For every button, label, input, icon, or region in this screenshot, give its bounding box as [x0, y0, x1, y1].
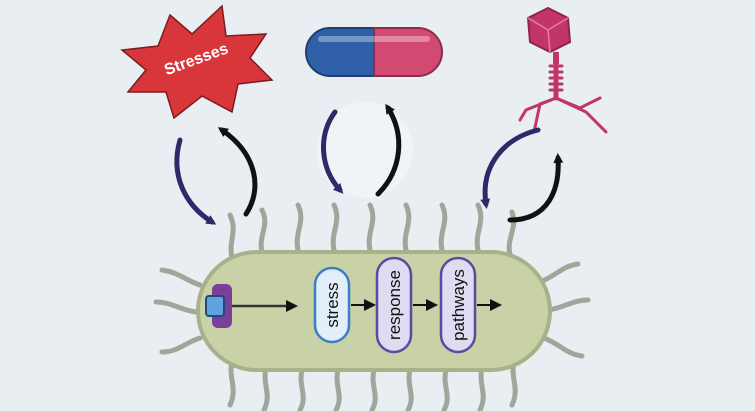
- antibiotic-cycle-arrows: [321, 103, 402, 197]
- star-burst-icon: Stresses: [120, 4, 274, 120]
- pathway-box-response: response: [375, 256, 413, 354]
- membrane-receptor-icon: [205, 284, 232, 328]
- arrow-antibiotic-out: [375, 103, 402, 197]
- pathway-label-pathways: pathways: [449, 269, 468, 341]
- arrow-antibiotic-in: [321, 109, 344, 194]
- arrow-phage-out: [507, 153, 564, 223]
- arrow-phage-in: [480, 127, 541, 209]
- pathway-box-stress: stress: [313, 266, 351, 344]
- pathway-box-pathways: pathways: [439, 256, 477, 354]
- arrow-stress-out: [217, 127, 258, 217]
- phage-cycle-arrows: [480, 127, 564, 223]
- pathway-label-response: response: [385, 270, 404, 340]
- bacteriophage-icon: [518, 6, 608, 134]
- arrow-stress-in: [174, 137, 217, 225]
- antibiotic-capsule-icon: [305, 27, 443, 77]
- stress-star-shape: [120, 4, 274, 120]
- pathway-cycle-backdrop: [317, 102, 413, 198]
- pathway-label-stress: stress: [323, 282, 342, 327]
- bacterium-body: [196, 250, 552, 372]
- stress-cycle-arrows: [174, 127, 258, 225]
